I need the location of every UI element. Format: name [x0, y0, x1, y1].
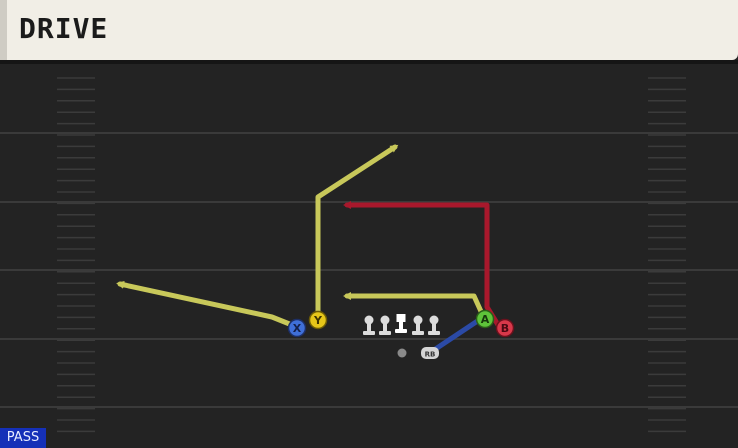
b-button-label: B: [501, 322, 509, 335]
y-button-icon: [308, 310, 328, 330]
route-a: [343, 292, 487, 321]
running-back-label: RB: [425, 351, 436, 359]
x-button-icon: [287, 318, 307, 338]
play-type-badge: PASS: [0, 428, 46, 448]
lineman-icon: [428, 315, 440, 335]
center-icon: [395, 314, 407, 333]
hash-marks: [57, 77, 686, 433]
receiver-a[interactable]: A: [475, 309, 495, 329]
x-button-label: X: [293, 322, 302, 335]
route-b: [343, 201, 503, 331]
receiver-x[interactable]: X: [287, 318, 307, 338]
lineman-icon: [412, 315, 424, 335]
lineman-icon: [363, 315, 375, 335]
offensive-line: [363, 314, 440, 335]
route-x: [116, 280, 300, 330]
y-button-label: Y: [313, 314, 323, 327]
header-divider: [0, 60, 738, 64]
receiver-y[interactable]: Y: [308, 310, 328, 330]
a-button-icon: [475, 309, 495, 329]
a-button-label: A: [481, 313, 490, 326]
play-title: DRIVE: [19, 12, 109, 45]
quarterback-icon: [397, 348, 407, 358]
play-header: DRIVE: [0, 0, 738, 60]
play-field: RB X Y A B: [0, 77, 738, 433]
route-y: [315, 144, 399, 321]
lineman-icon: [379, 315, 391, 335]
receiver-b[interactable]: B: [495, 318, 515, 338]
running-back-icon: RB: [421, 347, 439, 359]
yard-lines: [0, 132, 738, 408]
route-a-block: [428, 315, 485, 355]
b-button-icon: [495, 318, 515, 338]
